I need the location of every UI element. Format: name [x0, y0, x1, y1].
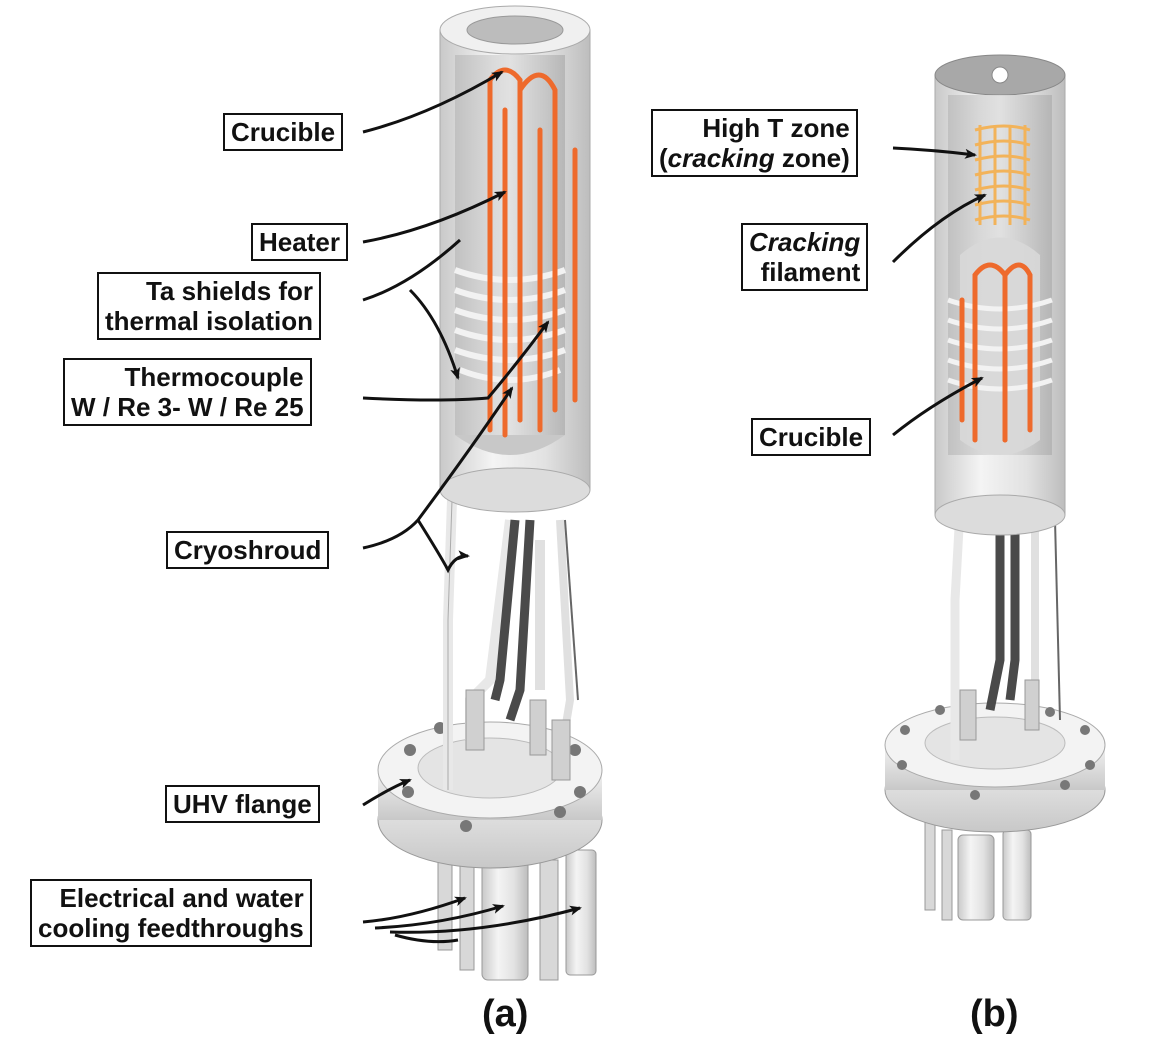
label-crucible-b-text: Crucible: [759, 422, 864, 452]
leads-a: [443, 499, 579, 790]
leader-feedthrough-3: [389, 905, 582, 934]
leader-lines: [362, 70, 987, 944]
label-crucible-a: Crucible: [223, 113, 344, 151]
leader-feedthrough-2: [374, 904, 505, 930]
label-thermocouple-line1: Thermocouple: [124, 362, 304, 392]
leader-crucible-b: [892, 376, 984, 437]
label-cracking-filament-line1: Cracking: [749, 227, 861, 257]
leader-crucible-a: [362, 70, 504, 134]
label-high-t-zone-b: High T zone (cracking zone): [651, 109, 858, 177]
label-cryoshroud-a-text: Cryoshroud: [174, 535, 322, 565]
leader-high-t-zone-b: [892, 146, 977, 159]
label-thermocouple-line2: W / Re 3- W / Re 25: [71, 392, 304, 422]
uhv-flange-b: [884, 702, 1106, 833]
label-crucible-a-text: Crucible: [231, 117, 336, 147]
cell-a: [377, 5, 603, 981]
caption-panel-a: (a): [482, 993, 529, 1035]
label-high-t-zone-italic: cracking: [667, 143, 775, 173]
leader-cryoshroud-a: [362, 386, 514, 550]
cell-body-b: [934, 54, 1066, 536]
leads-b: [950, 509, 1061, 760]
leader-cracking-filament-b: [891, 193, 987, 264]
label-ta-shields-line1: Ta shields for: [145, 276, 314, 306]
label-cryoshroud-a: Cryoshroud: [166, 531, 330, 569]
cryoshroud-body-a: [439, 5, 591, 513]
caption-panel-b: (b): [970, 993, 1019, 1035]
feedthroughs-b: [924, 819, 1032, 921]
label-high-t-zone-rest: zone): [774, 143, 850, 173]
leader-thermocouple-a: [362, 320, 550, 402]
label-feedthroughs-line1: Electrical and water: [59, 883, 304, 913]
leader-uhv-flange-a: [362, 778, 412, 807]
leader-feedthrough-1: [362, 896, 467, 924]
label-high-t-zone-line2: (cracking zone): [659, 143, 850, 173]
label-high-t-zone-line1: High T zone: [702, 113, 850, 143]
feedthroughs-a: [437, 839, 597, 981]
label-uhv-flange-a-text: UHV flange: [173, 789, 312, 819]
heater-a: [487, 67, 578, 438]
label-heater-a-text: Heater: [259, 227, 340, 257]
cracking-filament-b: [974, 124, 1031, 225]
label-cracking-filament-line2: filament: [760, 257, 861, 287]
label-cracking-filament-b: Cracking filament: [741, 223, 869, 291]
heater-b: [959, 262, 1033, 443]
label-feedthroughs-a: Electrical and water cooling feedthrough…: [30, 879, 312, 947]
leader-heater-a: [362, 190, 507, 244]
label-high-t-zone-paren: (: [659, 143, 668, 173]
label-ta-shields-line2: thermal isolation: [105, 306, 314, 336]
label-ta-shields-a: Ta shields for thermal isolation: [97, 272, 322, 340]
label-heater-a: Heater: [251, 223, 348, 261]
leader-ta-shields-a: [362, 238, 462, 302]
cell-b: [884, 54, 1106, 921]
label-crucible-b: Crucible: [751, 418, 872, 456]
label-uhv-flange-a: UHV flange: [165, 785, 320, 823]
label-thermocouple-a: Thermocouple W / Re 3- W / Re 25: [63, 358, 312, 426]
label-feedthroughs-line2: cooling feedthroughs: [38, 913, 304, 943]
